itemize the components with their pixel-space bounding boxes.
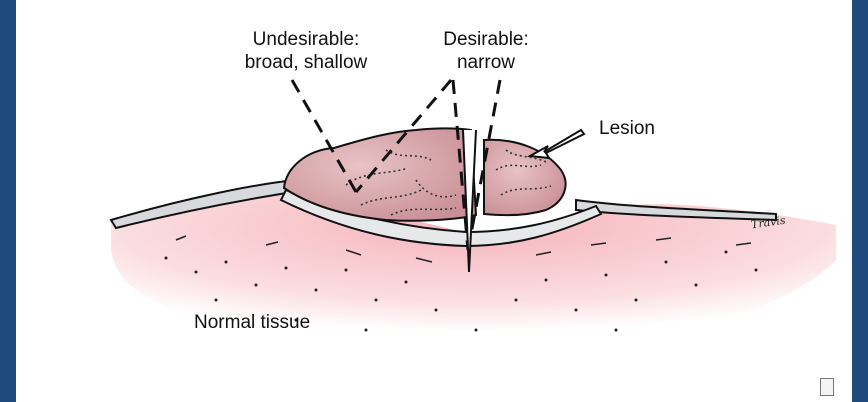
lesion-arrow bbox=[530, 130, 584, 158]
desirable-label: Desirable: narrow bbox=[421, 28, 551, 74]
undesirable-label-line2: broad, shallow bbox=[216, 51, 396, 74]
normal-tissue-label: Normal tissue bbox=[194, 311, 354, 334]
lesion-label: Lesion bbox=[599, 117, 689, 140]
lesion-right-lobe bbox=[484, 140, 566, 215]
undesirable-label: Undesirable: broad, shallow bbox=[216, 28, 396, 74]
resize-icon[interactable] bbox=[820, 378, 834, 396]
desirable-label-line1: Desirable: bbox=[421, 28, 551, 51]
undesirable-label-line1: Undesirable: bbox=[216, 28, 396, 51]
figure-panel: Undesirable: broad, shallow Desirable: n… bbox=[16, 0, 852, 402]
desirable-label-line2: narrow bbox=[421, 51, 551, 74]
